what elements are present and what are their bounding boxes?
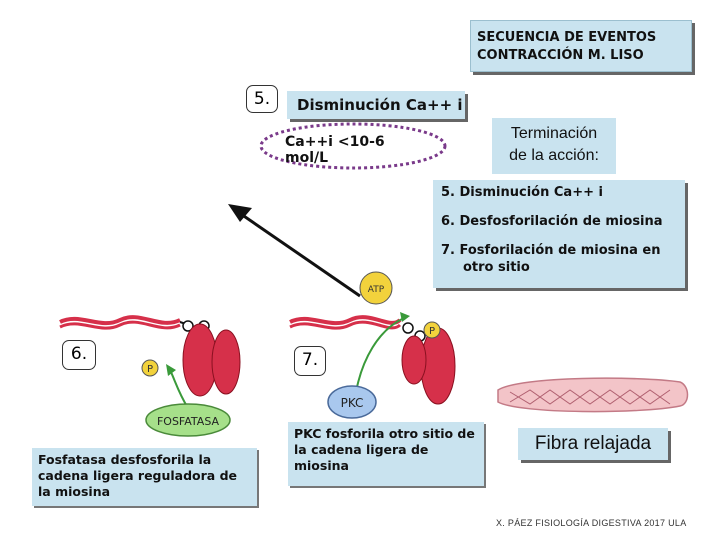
sequence-title-line1: SECUENCIA DE EVENTOS: [477, 30, 657, 45]
footer-credit: X. PÁEZ FISIOLOGÍA DIGESTIVA 2017 ULA: [496, 518, 687, 528]
fosfatasa-label: FOSFATASA: [157, 415, 220, 428]
step6-badge: 6.: [62, 340, 96, 370]
phosphate-step7-label: P: [429, 326, 435, 337]
concentration-ellipse: [259, 122, 447, 170]
phosphate-step6: [141, 359, 159, 377]
pkc-enzyme: [327, 385, 377, 419]
phosphate-step7: [423, 321, 441, 339]
phosphate-step6-label: P: [147, 364, 153, 375]
main-arrow-head: [228, 204, 252, 222]
steps-list-item: 7. Fosforilación de miosina en: [441, 243, 661, 258]
step5-badge: 5.: [246, 85, 278, 113]
myosin-step6: [59, 315, 241, 397]
step5-title: Disminución Ca++ i: [287, 91, 465, 119]
pkc-arrow: [355, 317, 405, 393]
pkc-label: PKC: [341, 396, 364, 410]
termination-line2: de la acción:: [509, 147, 599, 164]
atp-molecule: [359, 271, 393, 305]
termination-box: Terminación de la acción:: [492, 118, 616, 174]
fibra-relajada-label: Fibra relajada: [518, 428, 668, 460]
fosfatasa-enzyme: [145, 403, 231, 437]
step7-caption: PKC fosforila otro sitio de la cadena li…: [288, 422, 484, 486]
steps-list-box: 5. Disminución Ca++ i 6. Desfosforilació…: [433, 180, 685, 288]
calcium-concentration: Ca++i <10-6 mol/L: [285, 134, 385, 166]
sequence-title-line2: CONTRACCIÓN M. LISO: [477, 48, 644, 63]
steps-list-item-cont: otro sitio: [463, 260, 530, 275]
steps-list-item: 5. Disminución Ca++ i: [441, 185, 603, 200]
step6-caption: Fosfatasa desfosforila la cadena ligera …: [32, 448, 257, 506]
main-arrow-shaft: [237, 210, 361, 298]
sequence-title-box: SECUENCIA DE EVENTOS CONTRACCIÓN M. LISO: [470, 20, 692, 72]
relaxed-fiber: [497, 377, 689, 413]
atp-label: ATP: [368, 285, 385, 295]
step7-badge: 7.: [294, 346, 326, 376]
myosin-step7: [289, 315, 456, 405]
steps-list-item: 6. Desfosforilación de miosina: [441, 214, 663, 229]
termination-line1: Terminación: [510, 125, 598, 142]
